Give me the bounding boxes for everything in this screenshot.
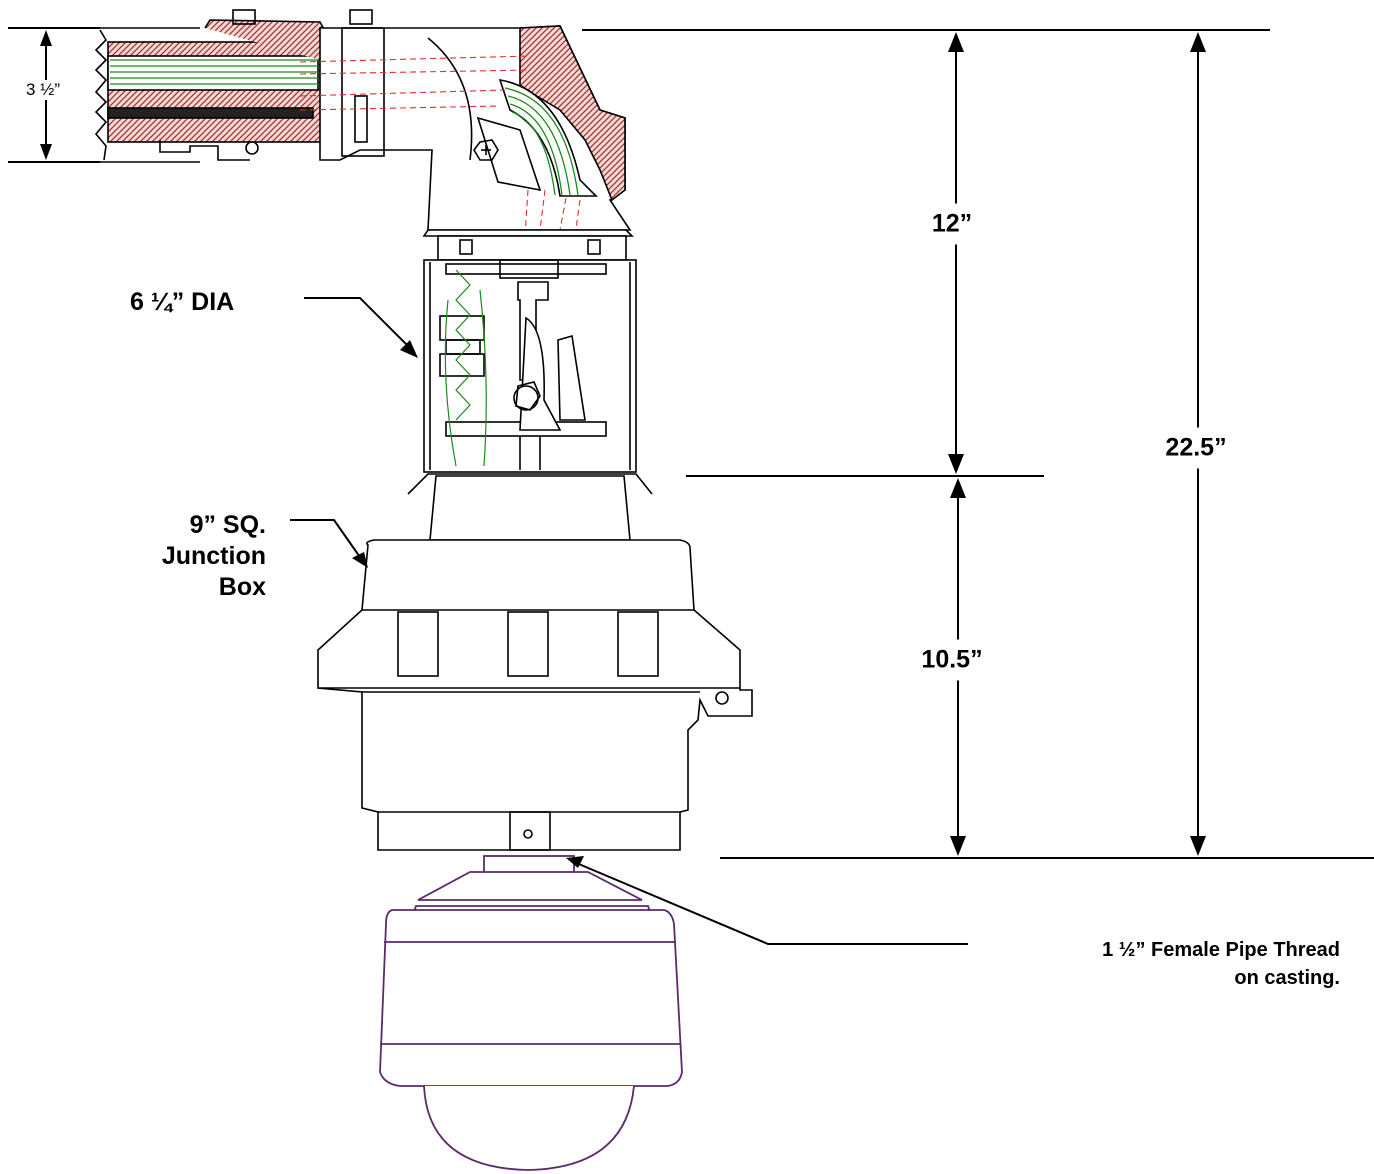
leader-lines	[290, 297, 968, 945]
elbow-casting	[232, 9, 634, 271]
pipe-thread-line1: 1 ½” Female Pipe Thread	[1102, 939, 1340, 961]
pipe-height-label: 3 ½”	[24, 80, 63, 100]
total-height-label: 22.5”	[1163, 427, 1229, 469]
junction-box-line1: 9” SQ.	[189, 511, 266, 539]
pipe-thread-line2: on casting.	[1234, 967, 1340, 989]
pipe-thread-callout: 1 ½” Female Pipe Thread on casting.	[990, 936, 1340, 992]
junction-box	[317, 473, 753, 851]
junction-box-callout: 9” SQ. Junction Box	[140, 510, 266, 603]
dome-camera	[379, 855, 683, 1171]
adapter-cylinder	[423, 235, 637, 473]
junction-box-line3: Box	[218, 573, 266, 601]
lower-height-label: 10.5”	[919, 639, 985, 681]
diameter-callout: 6 ¼” DIA	[130, 288, 235, 316]
junction-box-line2: Junction	[161, 542, 266, 570]
upper-height-label: 12”	[929, 203, 975, 245]
